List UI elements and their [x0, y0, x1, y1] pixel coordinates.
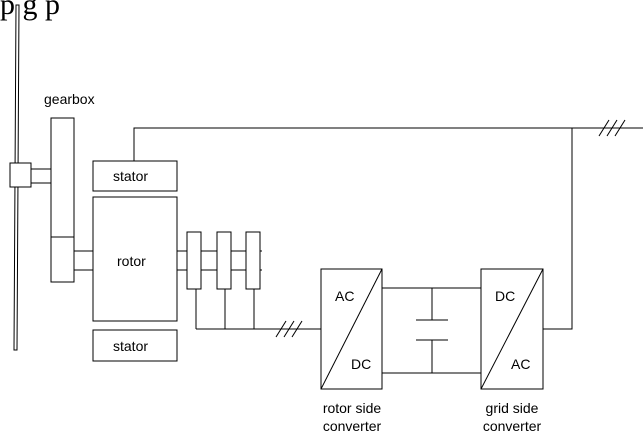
gsc-ac-label: AC — [511, 356, 530, 372]
grid-phase-mark-2 — [606, 119, 618, 137]
grid-phase-mark-3 — [614, 119, 626, 137]
stator-top-label: stator — [113, 168, 148, 184]
grid-side-caption-line-1: grid side — [486, 400, 539, 416]
rotor-box — [92, 196, 178, 322]
rsc-dc-label: DC — [351, 356, 371, 372]
rotor-phase-mark-3 — [291, 320, 303, 338]
stator-bottom-label: stator — [113, 338, 148, 354]
gearbox-block — [50, 117, 75, 283]
grid-side-converter-output — [543, 128, 573, 330]
slip-ring-1 — [186, 231, 202, 290]
high-speed-shaft — [73, 250, 94, 271]
grid-phase-mark-1 — [598, 119, 610, 137]
turbine-hub — [9, 162, 32, 188]
grid-side-caption-line-2: converter — [483, 418, 542, 434]
rotor-side-converter-diagonal — [320, 268, 383, 390]
rotor-side-caption-line-2: converter — [323, 418, 382, 434]
slip-ring-2 — [216, 231, 232, 290]
slip-ring-3 — [245, 231, 261, 290]
rotor-label: rotor — [117, 253, 146, 269]
rotor-phase-mark-2 — [283, 320, 295, 338]
rotor-side-caption-line-1: rotor side — [323, 400, 382, 416]
rsc-ac-label: AC — [335, 288, 354, 304]
stator-grid-line — [133, 127, 643, 161]
stator-bottom-box — [92, 329, 178, 362]
stator-top-box — [92, 160, 178, 192]
grid-side-converter-diagonal — [480, 268, 544, 390]
gsc-dc-label: DC — [495, 288, 515, 304]
low-speed-shaft — [30, 168, 52, 184]
gearbox-label: gearbox — [44, 91, 95, 107]
rotor-phase-mark-1 — [275, 320, 287, 338]
cropped-heading-text: p g p — [0, 0, 60, 21]
